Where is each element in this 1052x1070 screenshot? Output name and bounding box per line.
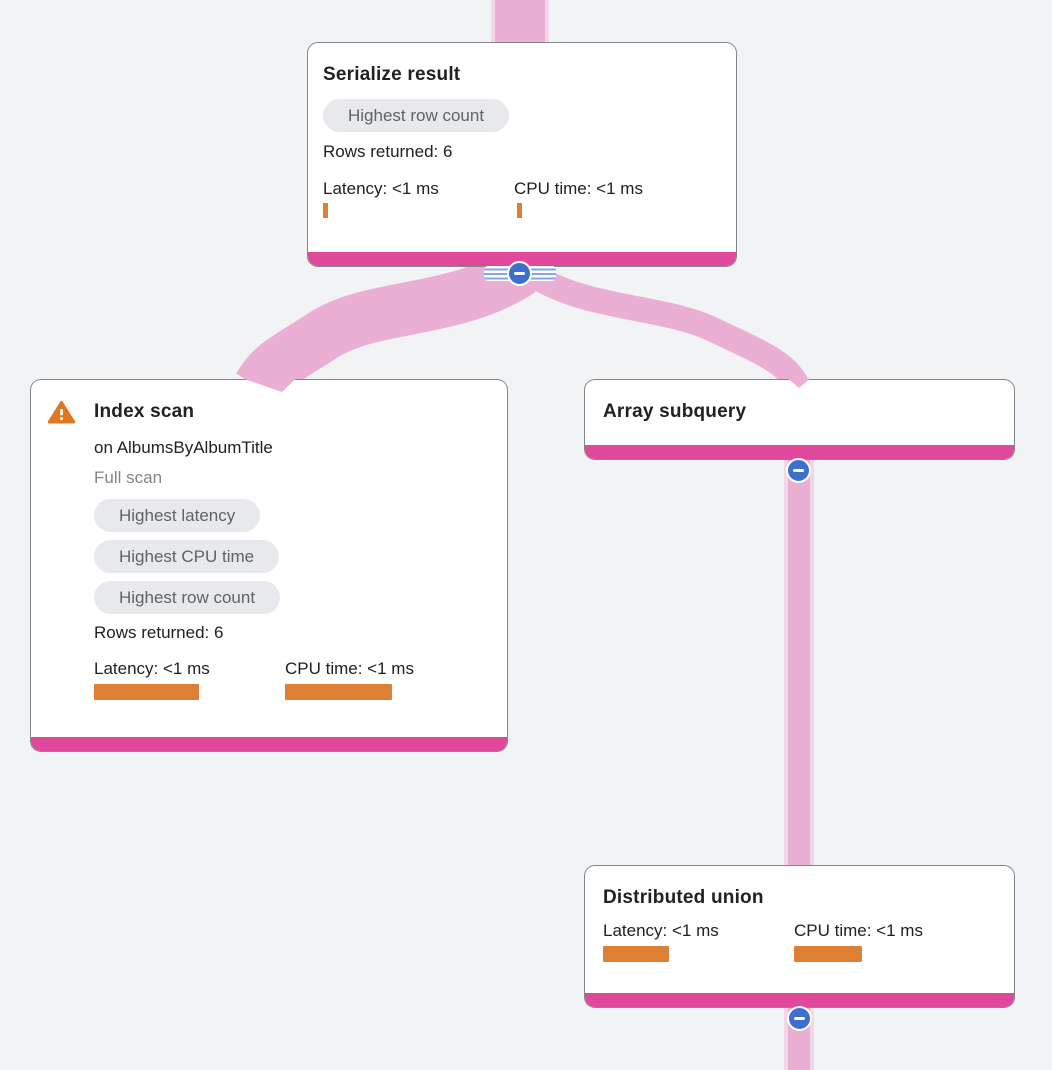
collapse-button-array-subquery[interactable] <box>786 458 811 483</box>
edge-serialize-index-scan <box>236 247 536 402</box>
latency-label: Latency: <1 ms <box>323 179 439 198</box>
cpu-time-label: CPU time: <1 ms <box>285 659 414 678</box>
rows-returned-label: Rows returned: 6 <box>323 142 453 161</box>
collapse-minus-icon <box>514 272 525 275</box>
warning-icon <box>48 400 75 424</box>
edge-parent-serialize <box>495 0 545 44</box>
latency-bar <box>94 684 199 700</box>
node-card-serialize-result[interactable]: Serialize result Highest row count Rows … <box>307 42 737 267</box>
badge-highest-latency: Highest latency <box>94 499 261 532</box>
collapse-button-serialize-result[interactable] <box>507 261 532 286</box>
badge-highest-row-count: Highest row count <box>323 99 510 132</box>
edge-array-union <box>788 455 810 873</box>
node-card-index-scan[interactable]: Index scan on AlbumsByAlbumTitle Full sc… <box>30 379 508 752</box>
node-card-array-subquery[interactable]: Array subquery <box>584 379 1015 460</box>
latency-bar <box>323 203 328 218</box>
node-title: Distributed union <box>603 887 764 908</box>
collapse-minus-icon <box>794 1017 805 1020</box>
node-footer-bar <box>585 445 1014 459</box>
latency-bar <box>603 946 669 962</box>
cpu-time-bar <box>517 203 522 218</box>
node-subtitle: on AlbumsByAlbumTitle <box>94 438 273 457</box>
latency-label: Latency: <1 ms <box>94 659 210 678</box>
edge-serialize-array-subquery <box>519 260 810 393</box>
latency-label: Latency: <1 ms <box>603 921 719 940</box>
cpu-time-label: CPU time: <1 ms <box>514 179 643 198</box>
node-title: Serialize result <box>323 64 461 85</box>
rows-returned-label: Rows returned: 6 <box>94 623 224 642</box>
cpu-time-bar <box>285 684 392 700</box>
scan-type-label: Full scan <box>94 468 163 487</box>
collapse-minus-icon <box>793 469 804 472</box>
badge-highest-cpu-time: Highest CPU time <box>94 540 280 573</box>
node-footer-bar <box>585 993 1014 1007</box>
collapse-button-distributed-union[interactable] <box>787 1006 812 1031</box>
node-title: Array subquery <box>603 401 747 422</box>
node-footer-bar <box>31 737 507 751</box>
badge-highest-row-count: Highest row count <box>94 581 281 614</box>
node-title: Index scan <box>94 401 195 422</box>
node-footer-bar <box>308 252 736 266</box>
node-card-distributed-union[interactable]: Distributed union Latency: <1 ms CPU tim… <box>584 865 1015 1008</box>
cpu-time-label: CPU time: <1 ms <box>794 921 923 940</box>
cpu-time-bar <box>794 946 862 962</box>
